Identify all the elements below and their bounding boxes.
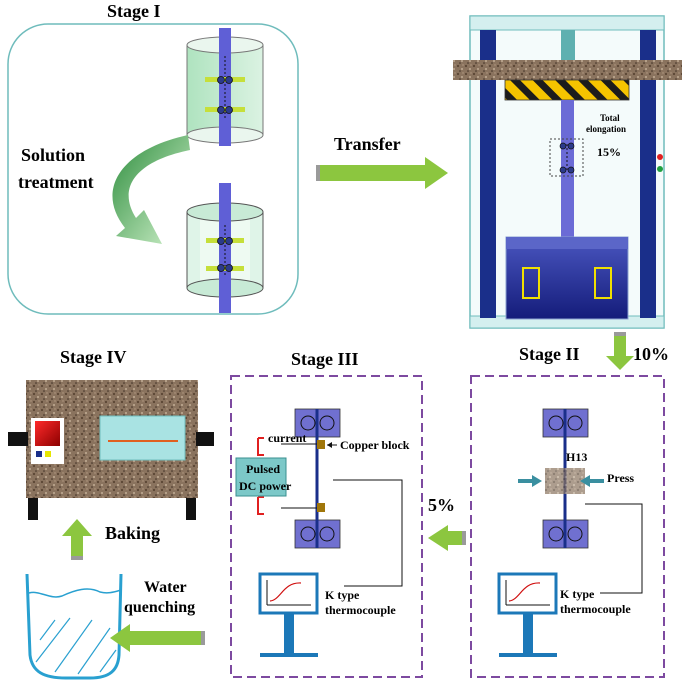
curved-arrow (112, 135, 190, 244)
h13-label: H13 (566, 450, 588, 464)
copper-block-bottom (317, 503, 325, 512)
dc-power-label: DC power (239, 479, 292, 493)
press-label: Press (607, 471, 635, 485)
stage1-frame (7, 23, 299, 315)
elongation-value: 15% (597, 145, 621, 159)
arrow-5-percent (428, 525, 466, 551)
stage3-thermocouple-monitor (258, 572, 319, 657)
red-indicator-icon (657, 154, 663, 160)
total-elongation-line1: Total (600, 113, 620, 123)
stage2-rig (518, 408, 643, 594)
quench-arrow (110, 624, 205, 652)
baking-label: Baking (105, 523, 161, 543)
current-label: current (268, 431, 307, 445)
solution-label: Solution (21, 145, 86, 165)
stage2-title: Stage II (519, 344, 580, 364)
treatment-vessel-bottom (186, 183, 264, 313)
pulsed-label: Pulsed (246, 462, 281, 476)
pulsed-dc-power-box (235, 457, 287, 497)
stage2-tc-line2: thermocouple (560, 602, 631, 616)
stage3-title: Stage III (291, 349, 359, 369)
copper-block-label: Copper block (340, 438, 410, 452)
stage3-tc-line2: thermocouple (325, 603, 396, 617)
hazard-grip (504, 79, 630, 101)
treatment-vessel-top (186, 28, 264, 146)
copper-block-top (317, 440, 325, 449)
stage2-frame (470, 375, 665, 678)
water-label: Water (144, 579, 187, 596)
stage2-tc-line1: K type (560, 587, 595, 601)
transfer-arrow (316, 157, 448, 189)
stage4-title: Stage IV (60, 347, 127, 367)
stage1-title: Stage I (107, 1, 161, 21)
arrow-down-to-stage2 (606, 332, 634, 370)
total-elongation-line2: elongation (586, 124, 627, 134)
treatment-label: treatment (18, 172, 94, 192)
stage2-strain: 10% (633, 344, 669, 364)
stage3-tc-line1: K type (325, 588, 360, 602)
crosshead-beam (453, 60, 682, 80)
tensile-machine (453, 15, 682, 329)
quenching-label: quenching (124, 599, 196, 616)
h13-die (545, 468, 585, 494)
baking-arrow (62, 519, 92, 560)
transfer-label: Transfer (334, 134, 401, 154)
water-tank (25, 573, 123, 680)
stage2-thermocouple-monitor (497, 572, 558, 657)
strain-5-label: 5% (428, 495, 455, 515)
stage3-frame (230, 375, 423, 678)
stage3-rig (235, 408, 403, 587)
baking-oven (8, 380, 214, 520)
oven-window (99, 415, 186, 461)
extensometer-box (549, 138, 584, 177)
green-indicator-icon (657, 166, 663, 172)
